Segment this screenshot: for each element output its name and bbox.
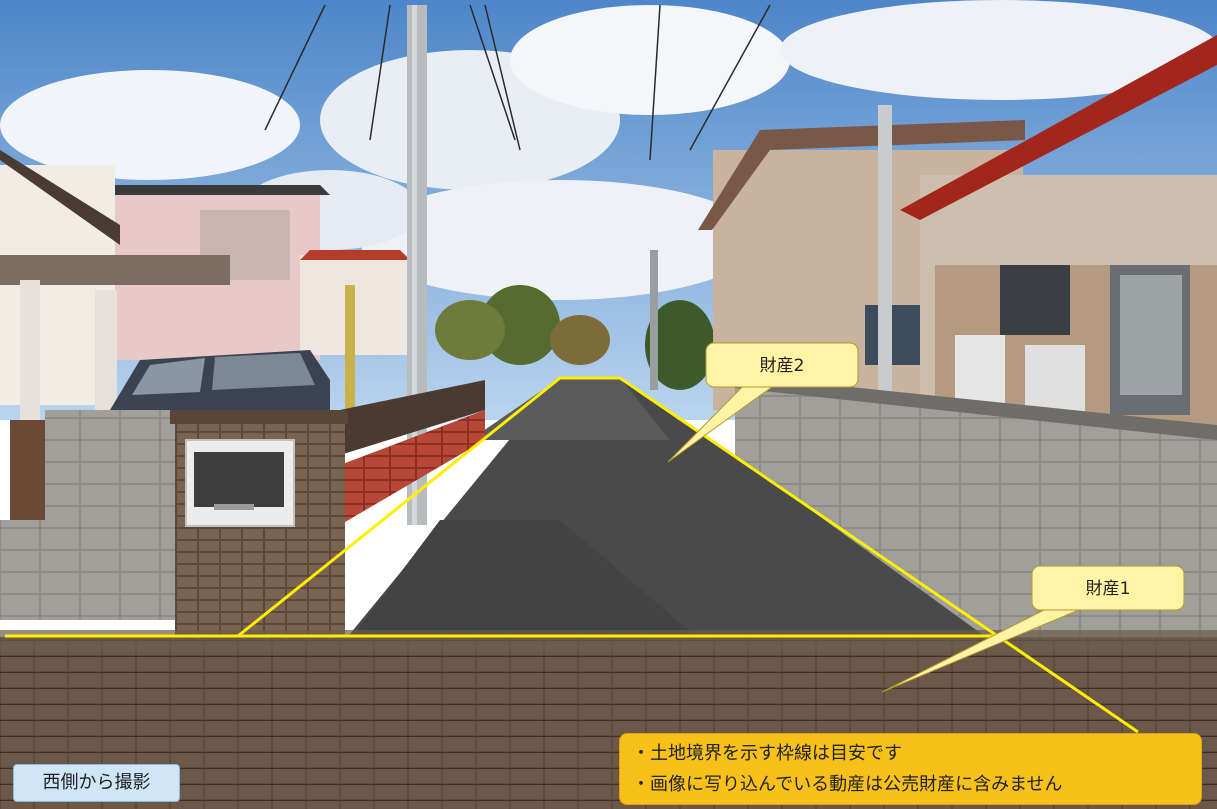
disclaimer-line-2: ・画像に写り込んでいる動産は公売財産に含みません [632,774,1063,795]
road [345,378,1010,640]
power-lines [264,4,771,161]
callout-property-2: 財産2 [667,342,859,463]
left-fence [340,380,485,525]
left-houses [0,150,410,520]
left-block-wall [0,410,180,620]
disclaimer-line-1: ・土地境界を示す枠線は目安です [632,743,902,764]
callout-property-1-label: 財産1 [1086,579,1131,599]
land-boundary-lines [5,376,1139,734]
callout-property-2-label: 財産2 [760,356,805,376]
distant-trees [435,285,715,390]
disclaimer-note: ・土地境界を示す枠線は目安です ・画像に写り込んでいる動産は公売財産に含みません [619,733,1202,805]
mailbox [185,439,295,527]
callout-property-1: 財産1 [881,565,1185,693]
parked-car [110,350,330,410]
photo-direction-caption: 西側から撮影 [13,764,180,802]
